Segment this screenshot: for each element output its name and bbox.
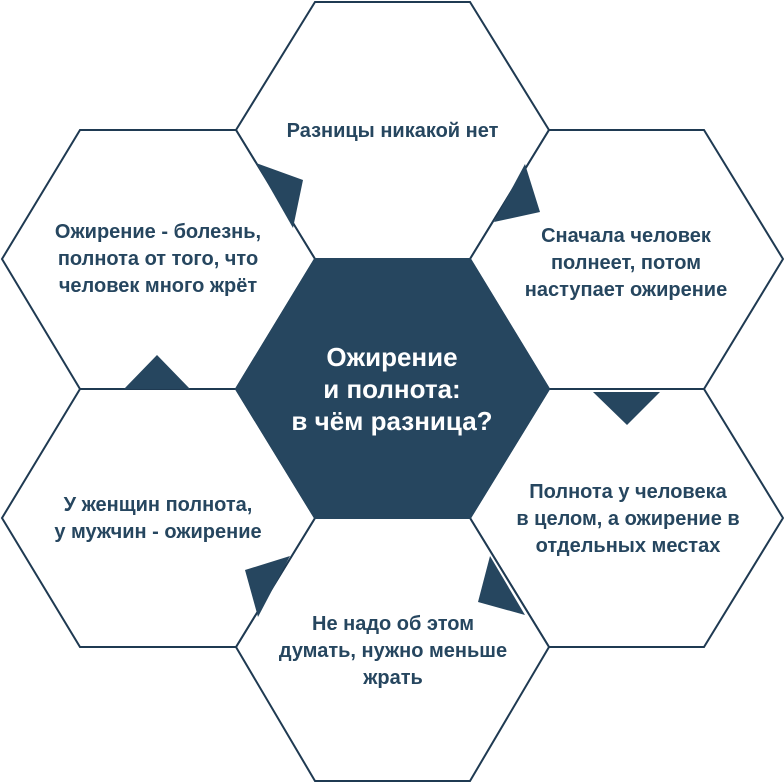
pointer-top	[256, 163, 303, 228]
opinion-lower-left: У женщин полнота, у мужчин - ожирение	[54, 494, 262, 543]
center-question: Ожирение и полнота: в чём разница?	[291, 342, 493, 436]
hexagon-center	[234, 258, 551, 519]
pointer-lower-left	[245, 556, 290, 617]
opinion-top: Разницы никакой нет	[286, 119, 499, 142]
opinion-upper-right: Сначала человек полнеет, потом наступает…	[524, 224, 728, 301]
pointer-left	[124, 355, 190, 389]
pointer-lower-right	[478, 556, 525, 615]
pointer-upper-right	[494, 164, 540, 222]
pointer-right	[593, 392, 660, 425]
opinion-upper-left: Ожирение - болезнь, полнота от того, что…	[54, 220, 262, 297]
opinion-bottom: Не надо об этом думать, нужно меньше жра…	[278, 612, 508, 689]
opinion-lower-right: Полнота у человека в целом, а ожирение в…	[516, 480, 740, 557]
